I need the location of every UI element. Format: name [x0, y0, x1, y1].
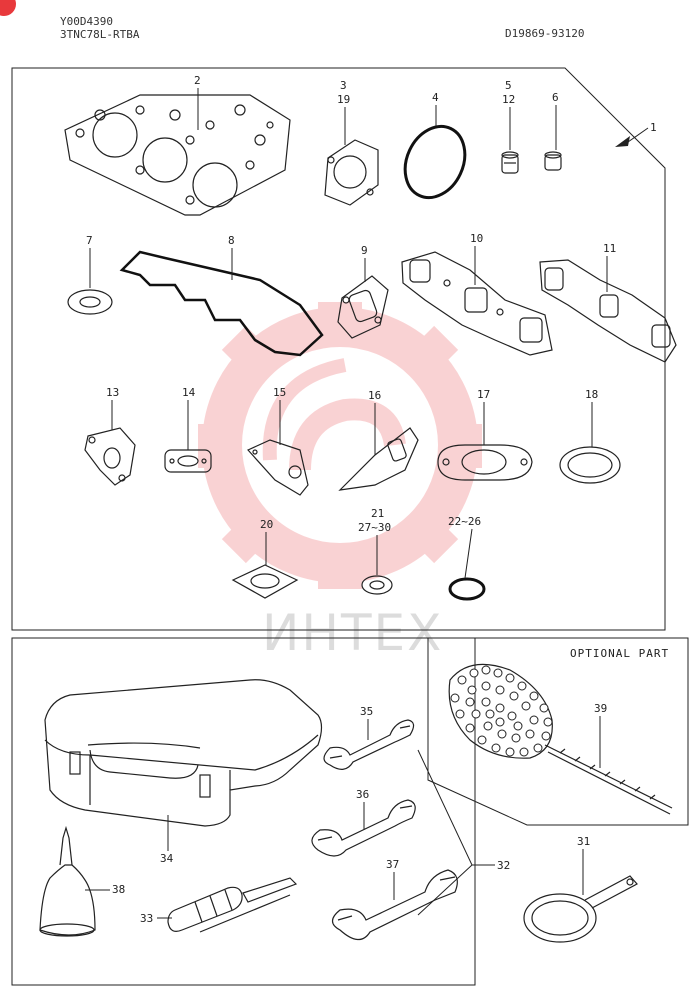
callout-17: 17	[477, 388, 490, 401]
honing-brush-39	[448, 663, 673, 815]
ring-18	[559, 446, 621, 484]
part-number: D19869-93120	[505, 27, 584, 40]
callout-31: 31	[577, 835, 590, 848]
corner-badge	[0, 0, 16, 16]
callout-15: 15	[273, 386, 286, 399]
callout-8: 8	[228, 234, 235, 247]
callout-27-30: 27~30	[358, 521, 391, 534]
intake-gasket-11	[539, 259, 677, 363]
callout-39: 39	[594, 702, 607, 715]
callout-37: 37	[386, 858, 399, 871]
callout-14: 14	[182, 386, 196, 399]
gasket-20	[231, 564, 299, 599]
wrench-35	[323, 719, 415, 770]
callout-34: 34	[160, 852, 174, 865]
gasket-9	[337, 275, 389, 339]
tool-case-34	[44, 679, 323, 827]
callout-13: 13	[106, 386, 119, 399]
spanner-31	[523, 875, 638, 943]
optional-label: OPTIONAL PART	[570, 647, 669, 660]
callout-12: 12	[502, 93, 515, 106]
wrench-37	[331, 869, 458, 941]
lower-frame	[11, 637, 476, 986]
oil-can-38	[39, 825, 96, 937]
o-ring-4	[403, 124, 467, 200]
head-gasket	[64, 94, 291, 216]
callout-4: 4	[432, 91, 439, 104]
rocker-cover-gasket-8	[119, 250, 324, 357]
callout-10: 10	[470, 232, 483, 245]
callout-16: 16	[368, 389, 381, 402]
callout-33: 33	[140, 912, 153, 925]
wrench-36	[311, 799, 416, 857]
callout-38: 38	[112, 883, 125, 896]
stem-seal-5	[501, 151, 519, 174]
screwdriver-33	[167, 877, 298, 933]
callout-32: 32	[497, 859, 510, 872]
optional-panel	[427, 637, 689, 826]
gasket-15	[247, 439, 309, 496]
exhaust-gasket-10	[401, 251, 553, 356]
callout-21: 21	[371, 507, 384, 520]
gasket-16	[338, 427, 419, 491]
cap-6	[544, 151, 562, 171]
callout-22-26: 22~26	[448, 515, 481, 528]
callout-19: 19	[337, 93, 350, 106]
callout-3: 3	[340, 79, 347, 92]
callout-1: 1	[650, 121, 657, 134]
callout-36: 36	[356, 788, 369, 801]
engine-code: 3TNC78L-RTBA	[60, 28, 140, 41]
callout-11: 11	[603, 242, 616, 255]
callout-20: 20	[260, 518, 273, 531]
flange-gasket-3	[324, 139, 379, 206]
o-ring-22	[448, 577, 486, 601]
washer-7	[67, 289, 113, 315]
callout-7: 7	[86, 234, 93, 247]
gasket-17	[437, 444, 533, 481]
watermark-logo	[198, 302, 482, 589]
callout-9: 9	[361, 244, 368, 257]
callout-35: 35	[360, 705, 373, 718]
seal-21	[361, 575, 393, 595]
callout-5: 5	[505, 79, 512, 92]
callout-6: 6	[552, 91, 559, 104]
model-code: Y00D4390	[60, 15, 113, 28]
upper-frame	[11, 67, 666, 631]
callout-18: 18	[585, 388, 598, 401]
watermark-text: ИНТЕХ	[262, 604, 443, 662]
callout-2: 2	[194, 74, 201, 87]
gasket-13	[84, 427, 136, 486]
